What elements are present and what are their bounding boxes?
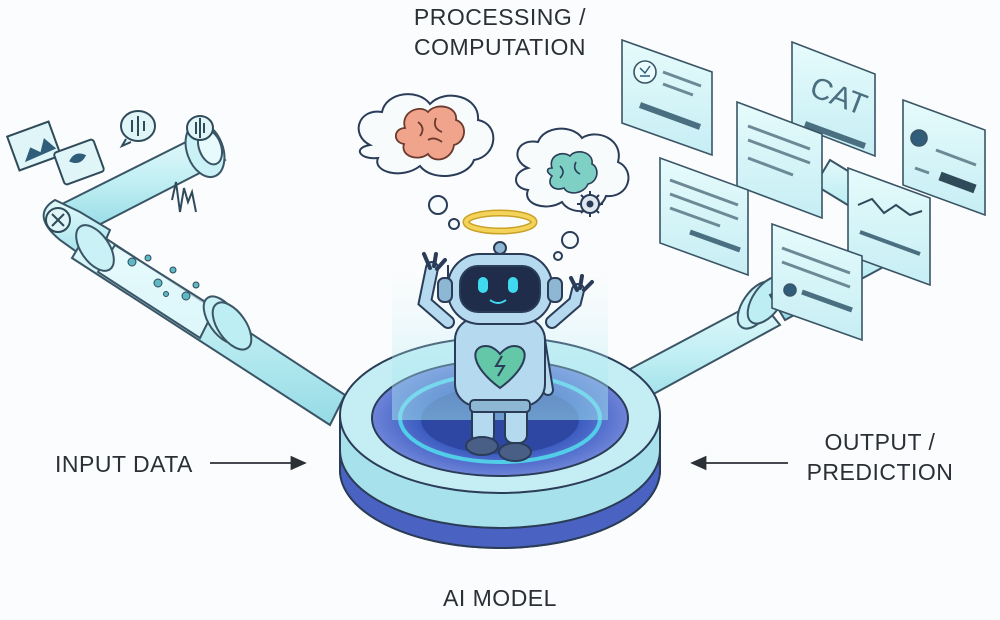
output-card-cat (791, 40, 876, 158)
input-pipe (42, 121, 347, 427)
output-card-bottom (771, 222, 863, 342)
image-icon (5, 120, 63, 172)
brain-icon (394, 105, 465, 161)
output-card-left (659, 156, 749, 277)
output-label-line-1: OUTPUT / (824, 429, 936, 455)
processing-label: PROCESSING / COMPUTATION (400, 2, 600, 62)
ai-model-label-text: AI MODEL (443, 585, 557, 611)
ai-model-label: AI MODEL (410, 583, 590, 613)
robot (417, 241, 594, 462)
gear-icon (577, 191, 603, 217)
processing-label-line-2: COMPUTATION (413, 34, 587, 60)
brain-icon (546, 151, 598, 194)
chat-icon (53, 138, 105, 186)
cross-icon (45, 207, 71, 233)
output-cards (621, 38, 986, 342)
processing-label-line-1: PROCESSING / (413, 4, 587, 30)
data-particles (127, 254, 200, 301)
input-data-label: INPUT DATA (55, 449, 205, 479)
output-card-chart (847, 166, 931, 287)
audio-icon (119, 110, 156, 149)
sound-wave-icon (171, 115, 214, 213)
output-card-text (736, 100, 823, 220)
output-label-line-2: PREDICTION (806, 459, 954, 485)
output-prediction-label: OUTPUT / PREDICTION (795, 427, 965, 487)
output-card-percent (621, 38, 713, 157)
thought-cloud-right (515, 127, 630, 261)
input-data-label-text: INPUT DATA (55, 451, 193, 477)
output-card-dark-bar (902, 98, 986, 217)
